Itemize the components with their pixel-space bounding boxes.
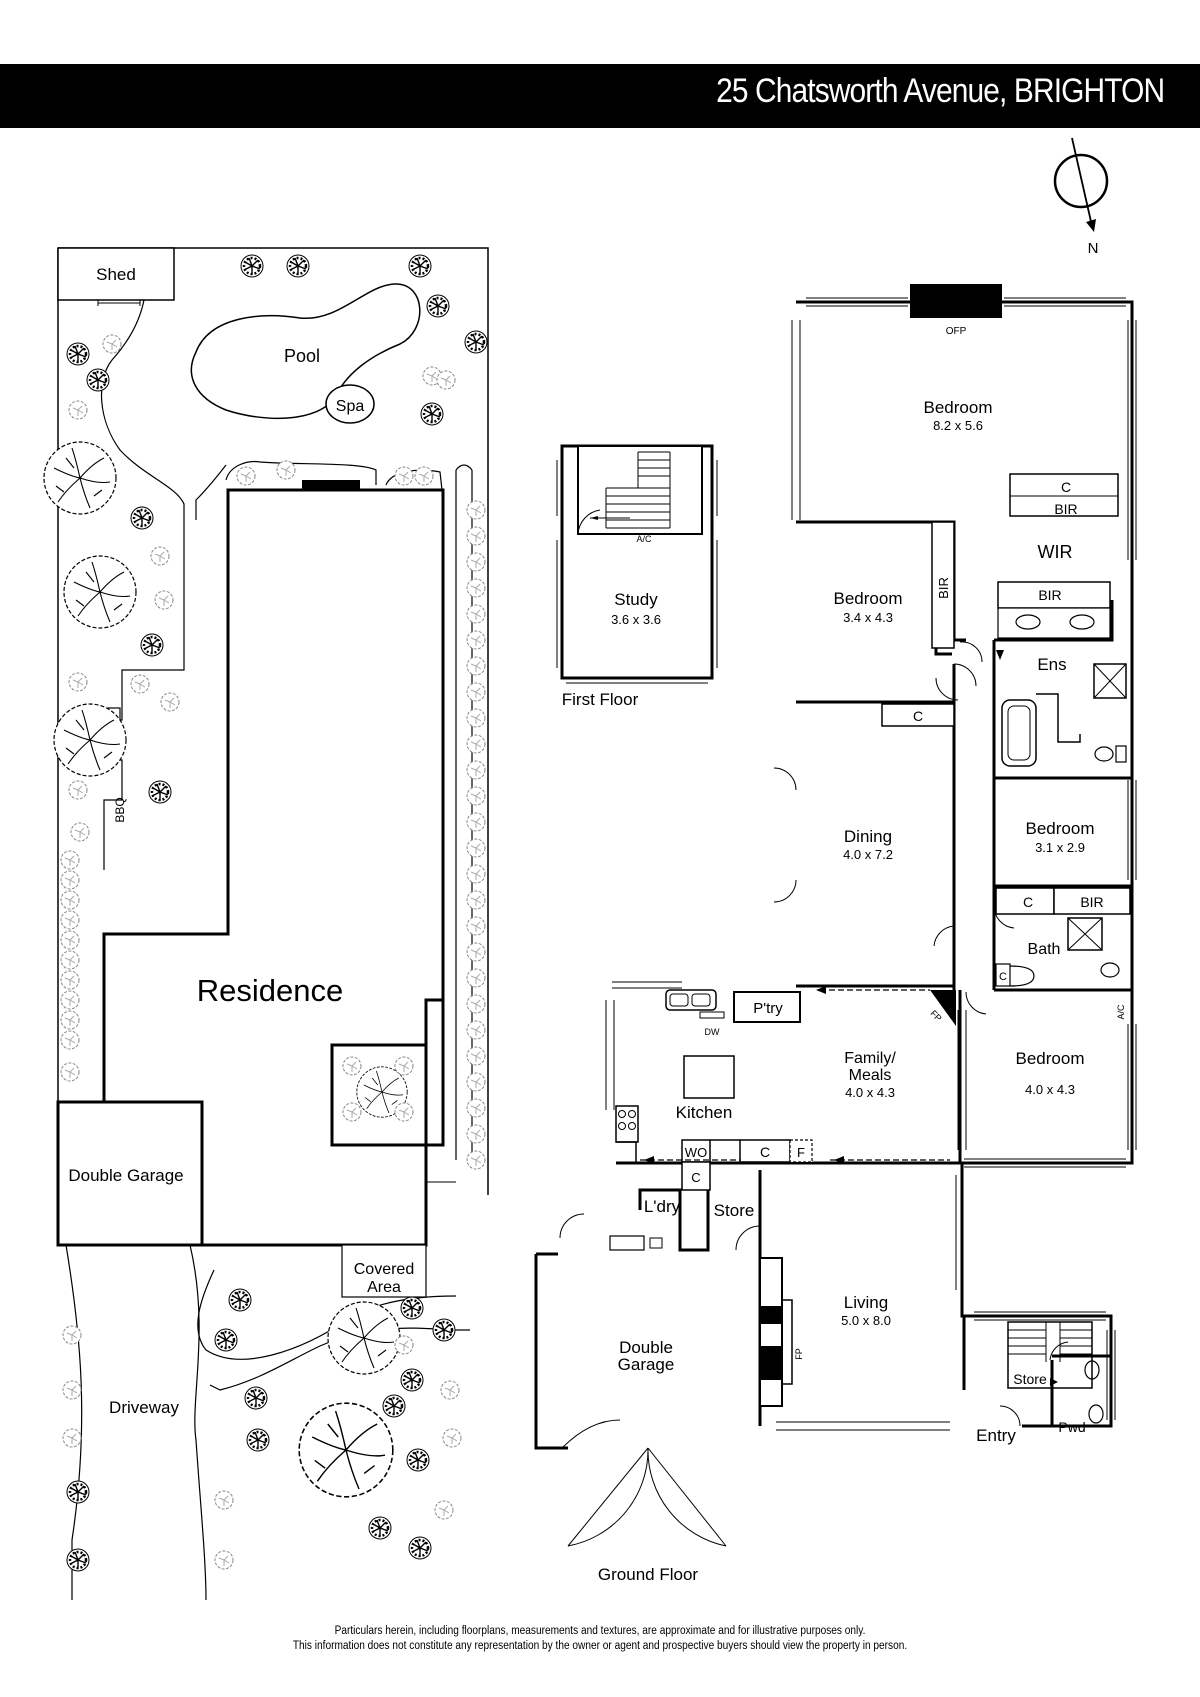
study-name: Study: [614, 590, 658, 609]
store-label: Store: [714, 1201, 755, 1220]
first-floor-plan: [556, 444, 718, 684]
family-fp-label: FP: [929, 1008, 944, 1023]
master-bir-label: BIR: [1054, 501, 1077, 517]
bedroom2-bir-label: BIR: [936, 577, 951, 599]
disclaimer-line-2: This information does not constitute any…: [292, 1640, 908, 1652]
bedroom3-name: Bedroom: [1026, 819, 1095, 838]
entry-label: Entry: [976, 1426, 1016, 1445]
kitchen-label: Kitchen: [676, 1103, 733, 1122]
bedroom3-c-label: C: [1023, 894, 1033, 910]
site-double-garage-label: Double Garage: [68, 1166, 183, 1185]
dining-name: Dining: [844, 827, 892, 846]
first-floor-caption: First Floor: [562, 690, 639, 709]
bedroom4-name: Bedroom: [1016, 1049, 1085, 1068]
spa-label: Spa: [336, 398, 365, 415]
powder-room-label: Pwd: [1058, 1419, 1085, 1435]
dishwasher-label: DW: [705, 1027, 720, 1037]
disclaimer-line-1: Particulars herein, including floorplans…: [334, 1625, 866, 1637]
covered-area-label-2: Area: [367, 1279, 401, 1296]
dining-size: 4.0 x 7.2: [843, 847, 893, 862]
living-fp-label: FP: [794, 1348, 804, 1360]
wir-label: WIR: [1038, 542, 1073, 562]
bedroom2-size: 3.4 x 4.3: [843, 610, 893, 625]
bedroom4-size: 4.0 x 4.3: [1025, 1082, 1075, 1097]
laundry-label: L'dry: [644, 1197, 681, 1216]
garage-label-1: Double: [619, 1338, 673, 1357]
pool-label: Pool: [284, 346, 320, 366]
bath-label: Bath: [1028, 941, 1061, 958]
driveway-label: Driveway: [109, 1398, 179, 1417]
ens-label: Ens: [1037, 655, 1066, 674]
garage-label-2: Garage: [618, 1355, 675, 1374]
bedroom3-size: 3.1 x 2.9: [1035, 840, 1085, 855]
property-address: 25 Chatsworth Avenue, BRIGHTON: [715, 72, 1165, 110]
disclaimer: Particulars herein, including floorplans…: [0, 1624, 1200, 1654]
compass-north-label: N: [1088, 240, 1099, 257]
first-floor-ac-label: A/C: [636, 534, 652, 544]
family-label-1: Family/: [844, 1050, 896, 1067]
covered-area-label-1: Covered: [354, 1261, 414, 1278]
compass: [1053, 137, 1109, 232]
bedroom3-bir-label: BIR: [1080, 894, 1103, 910]
ground-floor-plan: [534, 284, 1137, 1547]
bbq-label: BBQ: [113, 797, 127, 822]
ground-floor-caption: Ground Floor: [598, 1565, 698, 1584]
master-bedroom-size: 8.2 x 5.6: [933, 418, 983, 433]
dining-c-label: C: [913, 708, 923, 724]
pantry-label: P'try: [753, 1000, 783, 1017]
ens-bir-label: BIR: [1038, 587, 1061, 603]
ac-label: A/C: [1116, 1004, 1126, 1020]
study-size: 3.6 x 3.6: [611, 612, 661, 627]
ofp-label: OFP: [946, 326, 967, 337]
header-banner: 25 Chatsworth Avenue, BRIGHTON: [0, 64, 1200, 128]
family-label-2: Meals: [849, 1067, 892, 1084]
entry-store-label: Store: [1013, 1371, 1047, 1387]
family-size: 4.0 x 4.3: [845, 1085, 895, 1100]
master-bedroom-name: Bedroom: [924, 398, 993, 417]
living-name: Living: [844, 1293, 888, 1312]
bath-c-label: C: [999, 971, 1007, 983]
store-c-label: C: [691, 1170, 700, 1185]
fridge-label: F: [797, 1145, 805, 1160]
wall-oven-label: WO: [685, 1145, 707, 1160]
bedroom2-name: Bedroom: [834, 589, 903, 608]
kitchen-c-label: C: [760, 1144, 770, 1160]
living-size: 5.0 x 8.0: [841, 1313, 891, 1328]
shed-label: Shed: [96, 265, 136, 284]
site-plan: [43, 247, 489, 1601]
residence-label: Residence: [197, 973, 343, 1008]
master-c-label: C: [1061, 479, 1071, 495]
